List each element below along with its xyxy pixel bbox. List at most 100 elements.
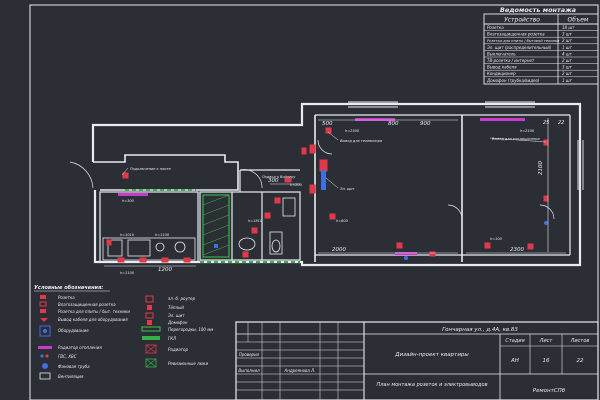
radiator-icon [38, 346, 52, 349]
legend-item: ГКЛ [168, 336, 176, 341]
floor-heating-icon [147, 305, 152, 310]
water-pipe-icon [40, 354, 44, 358]
schedule-row-qty: 18 шт [562, 25, 575, 30]
callout-note: Подвод к бойлеру [262, 175, 296, 179]
height-note: h=2300 [345, 129, 360, 133]
schedule-row-qty: 1 шт [562, 45, 572, 50]
height-note: h=1810 [248, 219, 263, 223]
door-swings [69, 139, 555, 220]
equipment-icon [39, 325, 51, 337]
callout-note: Подключение к плите [130, 167, 171, 171]
dimension-label: 25 [543, 120, 549, 126]
gkl-partitions [125, 189, 300, 263]
windows [348, 101, 584, 190]
schedule-row-device: Вывод кабеля [487, 65, 517, 70]
appliance-socket-icon [40, 309, 46, 313]
height-note: h=100 [490, 237, 503, 241]
schedule-row-device: Домофон (трубка/видео) [486, 78, 540, 83]
legend-item: Оборудование [58, 328, 89, 333]
legend-item: Розетка для плиты / быт. техники [58, 309, 130, 314]
socket-symbols [106, 127, 549, 263]
schedule-row-device: ТВ-розетка / интернет [487, 58, 535, 63]
height-note: h=600 [336, 219, 349, 223]
project-title: Дизайн-проект квартиры [394, 352, 469, 358]
legend-item: Радиатор отопления [58, 345, 102, 350]
stage-value: АН [510, 358, 519, 364]
schedule-row-qty: 3 шт [562, 32, 572, 37]
dimension-label: 300 [268, 178, 279, 184]
height-note: h=1010 [120, 233, 135, 237]
legend-item: эл.-б. роутер [168, 296, 196, 301]
height-note: h=1100 [155, 233, 170, 237]
waterproof-socket-icon [39, 301, 47, 307]
col-sheets-label: Листов [570, 338, 590, 344]
legend-title: Условные обозначения: [34, 284, 103, 291]
legend-item: Эл. щит [167, 313, 185, 318]
legend-item: Радиатор [168, 347, 188, 352]
schedule-row-device: Выключатель [487, 51, 516, 56]
dimension-lines [104, 118, 566, 267]
legend-item: ГВС, ХВС [58, 354, 77, 359]
height-note: h=2100 [520, 129, 535, 133]
ventilation-icon [39, 372, 51, 380]
schedule-row-qty: 2 шт [562, 38, 572, 43]
schedule-row-device: Эл. щит (распределительный) [486, 45, 552, 50]
schedule-row-device: Влагозащищенная розетка [487, 32, 545, 37]
schedule-header-device: Устройство [504, 17, 540, 24]
dimension-label: 900 [420, 121, 431, 127]
legend-item: Вентиляция [58, 374, 84, 379]
height-note: h=1100 [120, 271, 135, 275]
dimension-label: 2000 [332, 247, 346, 253]
legend-item: Розетка [58, 295, 75, 300]
schedule-row-qty: 3 шт [562, 65, 572, 70]
dimension-label: 1200 [158, 267, 172, 273]
sheet-name: План монтажа розеток и электровыводов [376, 382, 487, 388]
schedule-table: Ведомость монтажа Устройство Объем Розет… [483, 6, 599, 85]
leader-lines [121, 131, 547, 189]
col-stage-label: Стадия [505, 338, 524, 344]
author-name: Андреянова Л. [284, 368, 316, 373]
schedule-row-device: Кондиционер [487, 71, 516, 76]
dimension-label: 800 [388, 121, 399, 127]
sheets-value: 22 [577, 358, 584, 364]
partition-icon [141, 326, 161, 332]
height-note: h=300 [122, 199, 135, 203]
socket-icon [40, 295, 46, 299]
legend: Условные обозначения: Розетка Влагозащищ… [34, 284, 213, 380]
schedule-header-qty: Объем [568, 17, 589, 24]
dimension-label: 2300 [510, 247, 524, 253]
height-note: h=200 [290, 183, 303, 187]
dimension-label: 500 [322, 121, 333, 127]
checked-by-label: Проверил [239, 352, 260, 357]
callout-note: Эл. щит [339, 187, 355, 191]
project-address: Гончарная ул., д.4А, кв.83 [442, 327, 518, 333]
floor-plan-walls [91, 102, 582, 267]
col-sheet-label: Лист [539, 338, 554, 344]
hatch-icon [145, 358, 157, 368]
legend-item: Тёплый [168, 305, 184, 310]
callout-note: Вывод для кондиционера [492, 137, 540, 141]
legend-item: Ревизионные люки [168, 361, 208, 366]
bathroom-fixtures [202, 194, 296, 258]
made-by-label: Выполнил [238, 368, 260, 373]
gkl-icon [142, 336, 160, 340]
title-block [235, 321, 599, 400]
schedule-row-device: Розетка для плиты / бытовой техники [487, 39, 560, 43]
legend-item: Фановая труба [58, 364, 90, 369]
legend-item: Вывод кабеля для оборудования [58, 317, 128, 322]
intercom-icon [147, 320, 152, 325]
schedule-row-qty: 4 шт [562, 51, 572, 56]
company-name: РемонтСПб [533, 388, 566, 394]
radiator-box-icon [145, 344, 157, 354]
schedule-row-qty: 2 шт [562, 58, 572, 63]
legend-item: Влагозащищенная розетка [58, 302, 116, 307]
schedule-row-qty: 1 шт [562, 78, 572, 83]
schedule-title: Ведомость монтажа [500, 6, 576, 14]
dimension-label: 2100 [538, 161, 544, 175]
callout-note: Вывод для телевизора [340, 139, 382, 143]
legend-item: Перегородки, 100 мм [168, 327, 213, 332]
cable-outlet-icon [40, 318, 48, 322]
radiators [118, 118, 525, 255]
sheet-value: 16 [543, 358, 550, 364]
